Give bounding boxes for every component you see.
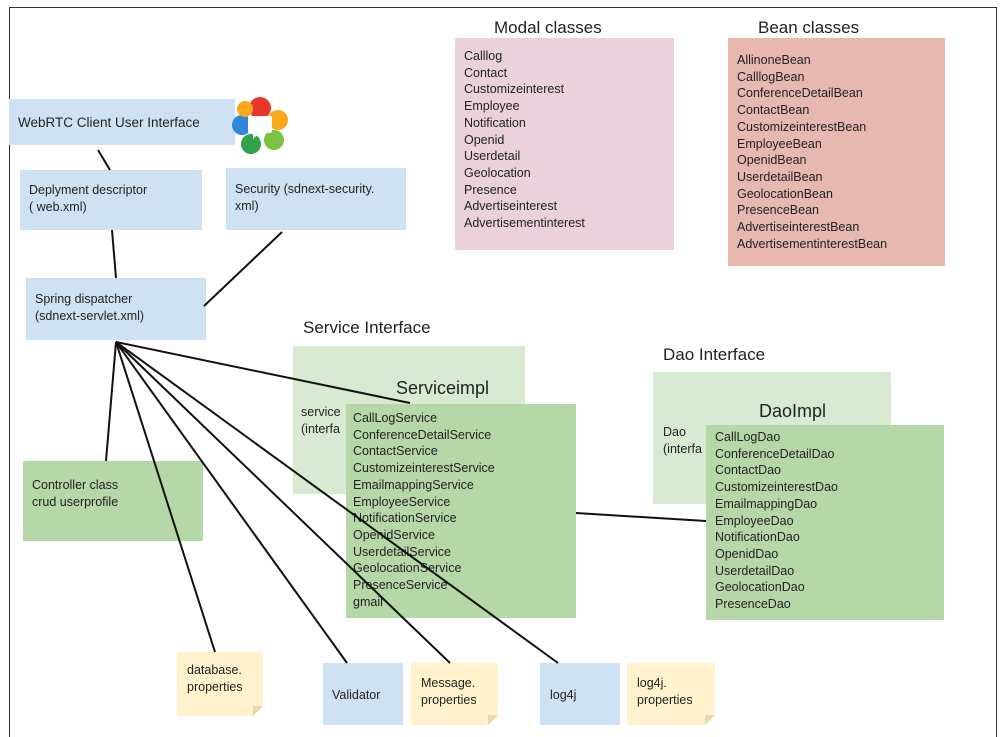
- dao-item: UserdetailDao: [715, 563, 795, 578]
- modal-class-item: Notification: [464, 115, 526, 130]
- bean-class-item: EmployeeBean: [737, 136, 822, 151]
- bean-class-item: UserdetailBean: [737, 169, 823, 184]
- dao-interface-heading: Dao Interface: [663, 345, 766, 364]
- bean-class-item: CustomizeinterestBean: [737, 119, 867, 134]
- diagram-frame: [9, 7, 997, 737]
- webrtc-ui-box: WebRTC Client User Interface: [9, 99, 235, 145]
- dao-item: CallLogDao: [715, 430, 781, 444]
- modal-class-item: Contact: [464, 65, 508, 80]
- security-label: Security (sdnext-security. xml): [235, 182, 375, 213]
- modal-classes-heading: Modal classes: [494, 18, 602, 37]
- modal-class-item: Customizeinterest: [464, 82, 565, 97]
- controller-class-box: Controller class crud userprofile: [23, 461, 203, 541]
- dao-item: OpenidDao: [715, 546, 779, 561]
- dao-item: EmailmappingDao: [715, 496, 818, 511]
- deployment-descriptor-label: Deplyment descriptor ( web.xml): [29, 183, 148, 214]
- service-interface-label: service (interfa: [301, 405, 341, 436]
- service-item: UserdetailService: [353, 544, 451, 559]
- service-item: NotificationService: [353, 511, 457, 526]
- service-item: EmployeeService: [353, 494, 451, 509]
- database-properties-label: database. properties: [187, 663, 243, 694]
- bean-class-item: GeolocationBean: [737, 186, 833, 201]
- webrtc-logo-icon: [232, 97, 288, 154]
- modal-class-item: Employee: [464, 99, 520, 114]
- deployment-descriptor-box: Deplyment descriptor ( web.xml): [20, 170, 202, 230]
- bean-class-item: CalllogBean: [737, 69, 805, 84]
- bean-classes-heading: Bean classes: [758, 18, 860, 37]
- dao-item: GeolocationDao: [715, 580, 805, 595]
- message-properties-label: Message. properties: [421, 676, 477, 707]
- log4j-properties-note: log4j. properties: [627, 663, 715, 725]
- service-item: OpenidService: [353, 527, 435, 542]
- log4j-box: log4j: [540, 663, 620, 725]
- bean-class-item: ContactBean: [737, 103, 810, 118]
- service-item: PresenceService: [353, 578, 448, 593]
- message-properties-note: Message. properties: [411, 663, 498, 725]
- controller-class-label: Controller class crud userprofile: [32, 478, 119, 509]
- serviceimpl-title: Serviceimpl: [396, 378, 490, 398]
- dao-interface-label: Dao (interfa: [663, 425, 702, 456]
- service-item: CustomizeinterestService: [353, 461, 495, 476]
- dao-item: EmployeeDao: [715, 513, 794, 528]
- service-item: ConferenceDetailService: [353, 427, 492, 442]
- webrtc-ui-label: WebRTC Client User Interface: [18, 115, 200, 130]
- dao-item: PresenceDao: [715, 597, 791, 612]
- service-item: ContactService: [353, 444, 438, 459]
- validator-box: Validator: [323, 663, 403, 725]
- service-item: gmail: [353, 594, 383, 609]
- service-item: GeolocationService: [353, 561, 462, 576]
- modal-class-item: Presence: [464, 182, 517, 197]
- bean-class-item: AdvertiseinterestBean: [737, 220, 860, 235]
- service-interface-heading: Service Interface: [303, 318, 431, 337]
- spring-dispatcher-box: Spring dispatcher (sdnext-servlet.xml): [26, 278, 206, 340]
- log4j-label: log4j: [550, 688, 577, 702]
- modal-class-item: Geolocation: [464, 165, 531, 180]
- service-item: CallLogService: [353, 411, 438, 425]
- database-properties-note: database. properties: [177, 652, 263, 716]
- service-item: EmailmappingService: [353, 477, 474, 492]
- validator-label: Validator: [332, 688, 381, 702]
- modal-class-item: Openid: [464, 132, 505, 147]
- dao-item: NotificationDao: [715, 530, 800, 545]
- bean-class-item: AdvertisementinterestBean: [737, 236, 888, 251]
- bean-class-item: PresenceBean: [737, 203, 820, 218]
- bean-class-item: OpenidBean: [737, 153, 807, 168]
- modal-class-item: Advertisementinterest: [464, 216, 585, 231]
- bean-class-item: AllinoneBean: [737, 53, 811, 67]
- modal-class-item: Calllog: [464, 49, 503, 63]
- modal-class-item: Advertiseinterest: [464, 199, 558, 214]
- modal-class-item: Userdetail: [464, 149, 521, 164]
- spring-dispatcher-label: Spring dispatcher (sdnext-servlet.xml): [35, 292, 145, 323]
- daoimpl-title: DaoImpl: [759, 401, 827, 421]
- bean-class-item: ConferenceDetailBean: [737, 86, 863, 101]
- dao-item: CustomizeinterestDao: [715, 480, 838, 495]
- security-box: Security (sdnext-security. xml): [226, 168, 406, 230]
- dao-item: ConferenceDetailDao: [715, 446, 835, 461]
- dao-item: ContactDao: [715, 463, 782, 478]
- log4j-properties-label: log4j. properties: [637, 676, 693, 707]
